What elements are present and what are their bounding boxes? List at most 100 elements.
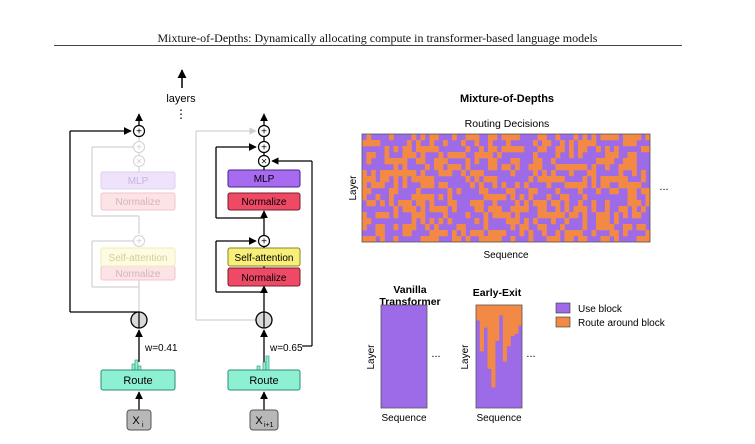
- mod-route-around-cell: [641, 224, 646, 231]
- mod-route-around-cell: [632, 212, 637, 219]
- mod-route-around-cell: [560, 176, 565, 183]
- mod-route-around-cell: [443, 230, 448, 237]
- mod-route-around-cell: [438, 164, 444, 171]
- mod-route-around-cell: [614, 176, 619, 183]
- mod-route-around-cell: [632, 200, 637, 207]
- mod-route-around-cell: [632, 140, 637, 147]
- mod-route-around-cell: [501, 212, 507, 219]
- mod-route-around-cell: [546, 176, 552, 183]
- mod-route-around-cell: [384, 176, 390, 183]
- mod-route-around-cell: [542, 140, 547, 147]
- right-input-subscript: i+1: [264, 422, 274, 429]
- mod-route-around-cell: [546, 194, 552, 201]
- mod-route-around-cell: [569, 140, 574, 147]
- mod-route-around-cell: [560, 224, 565, 231]
- mod-route-around-cell: [528, 194, 534, 201]
- mod-route-around-cell: [420, 152, 426, 159]
- mod-route-around-cell: [605, 182, 610, 189]
- mod-route-around-cell: [384, 152, 390, 159]
- mod-route-around-cell: [447, 188, 453, 195]
- mod-route-around-cell: [582, 134, 588, 141]
- mod-route-around-cell: [515, 164, 520, 171]
- mod-route-around-cell: [510, 224, 516, 231]
- mod-route-around-cell: [389, 194, 394, 201]
- right-add-mid-icon: [257, 234, 271, 248]
- mod-route-around-cell: [402, 182, 408, 189]
- mod-route-around-cell: [510, 146, 516, 153]
- mod-route-around-cell: [641, 176, 646, 183]
- mod-route-around-cell: [528, 188, 534, 195]
- mod-route-around-cell: [497, 152, 502, 159]
- mod-route-around-cell: [456, 152, 462, 159]
- right-weight-label: w=0.65: [269, 343, 303, 354]
- mod-route-around-cell: [402, 206, 408, 213]
- mod-route-around-cell: [393, 206, 399, 213]
- mod-route-around-cell: [425, 224, 430, 231]
- header-rule: [54, 45, 682, 46]
- mod-route-around-cell: [447, 200, 453, 207]
- mod-route-around-cell: [569, 182, 574, 189]
- mod-route-around-cell: [375, 230, 381, 237]
- mod-route-around-cell: [569, 236, 574, 243]
- mod-route-around-cell: [384, 158, 390, 165]
- mod-route-around-cell: [429, 134, 435, 141]
- mod-route-around-cell: [609, 158, 615, 165]
- svg-text:+: +: [261, 143, 267, 154]
- mod-route-around-cell: [465, 212, 471, 219]
- mod-route-around-cell: [609, 188, 615, 195]
- mod-route-around-cell: [555, 206, 561, 213]
- early-exit-column: [495, 305, 500, 342]
- mod-route-around-cell: [578, 140, 583, 147]
- mod-route-around-cell: [645, 236, 651, 243]
- mod-route-around-cell: [524, 218, 529, 225]
- mod-route-around-cell: [623, 164, 628, 171]
- mod-route-around-cell: [551, 170, 556, 177]
- mod-route-around-cell: [434, 146, 439, 153]
- mod-route-around-cell: [542, 206, 547, 213]
- early-exit-frame: [475, 304, 523, 409]
- mod-route-around-cell: [420, 158, 426, 165]
- early-exit-heatmap: [476, 305, 523, 408]
- mod-ellipsis: ...: [659, 181, 668, 193]
- mod-route-around-cell: [461, 152, 466, 159]
- vanilla-y-label: Layer: [366, 344, 377, 370]
- mod-route-around-cell: [425, 182, 430, 189]
- mod-route-around-cell: [600, 236, 606, 243]
- mod-route-around-cell: [416, 158, 421, 165]
- early-exit-column: [499, 305, 504, 316]
- mod-route-around-cell: [600, 212, 606, 219]
- mod-route-around-cell: [420, 146, 426, 153]
- mod-route-around-cell: [461, 230, 466, 237]
- mod-route-around-cell: [618, 206, 624, 213]
- left-mlp-box: [100, 171, 176, 190]
- mod-route-around-cell: [443, 170, 448, 177]
- mod-route-around-cell: [470, 170, 475, 177]
- mod-route-around-cell: [645, 194, 651, 201]
- mod-route-around-cell: [555, 230, 561, 237]
- mod-route-around-cell: [578, 164, 583, 171]
- mod-route-around-cell: [591, 164, 597, 171]
- mod-route-around-cell: [465, 146, 471, 153]
- mod-route-around-cell: [492, 146, 498, 153]
- mod-route-around-cell: [501, 146, 507, 153]
- mod-route-around-cell: [429, 146, 435, 153]
- right-add-top-icon: [257, 124, 271, 138]
- mod-route-around-cell: [470, 134, 475, 141]
- right-normalize-top-label: Normalize: [241, 197, 286, 208]
- mod-route-around-cell: [447, 170, 453, 177]
- mod-route-around-cell: [636, 134, 642, 141]
- mod-route-around-cell: [407, 140, 412, 147]
- mod-route-around-cell: [465, 158, 471, 165]
- layers-ellipsis: ⋮: [175, 107, 187, 121]
- mod-route-around-cell: [429, 236, 435, 243]
- mod-route-around-cell: [497, 206, 502, 213]
- mod-route-around-cell: [551, 200, 556, 207]
- mod-route-around-cell: [632, 188, 637, 195]
- mod-route-around-cell: [429, 206, 435, 213]
- mod-route-around-cell: [470, 182, 475, 189]
- mod-route-around-cell: [434, 134, 439, 141]
- mod-route-around-cell: [416, 176, 421, 183]
- mod-route-around-cell: [641, 170, 646, 177]
- mod-route-around-cell: [371, 140, 376, 147]
- mod-route-around-cell: [573, 182, 579, 189]
